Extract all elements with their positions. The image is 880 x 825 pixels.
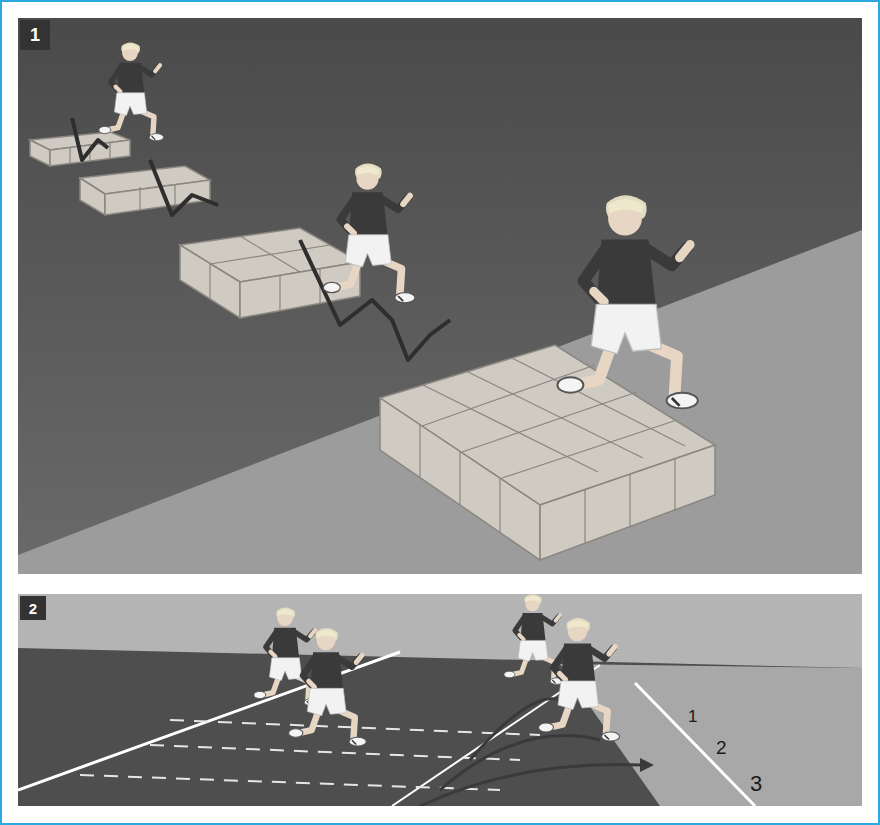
lane-number: 2 [716, 738, 727, 757]
panel-number: 2 [29, 600, 37, 617]
panel-badge: 2 [20, 596, 46, 620]
panel-number: 1 [30, 25, 40, 46]
panel-badge: 1 [20, 20, 50, 50]
lane-number: 1 [688, 708, 697, 725]
panel-one-scene [18, 18, 862, 574]
lane-number: 3 [750, 773, 762, 795]
panel-two-scene [18, 594, 862, 806]
